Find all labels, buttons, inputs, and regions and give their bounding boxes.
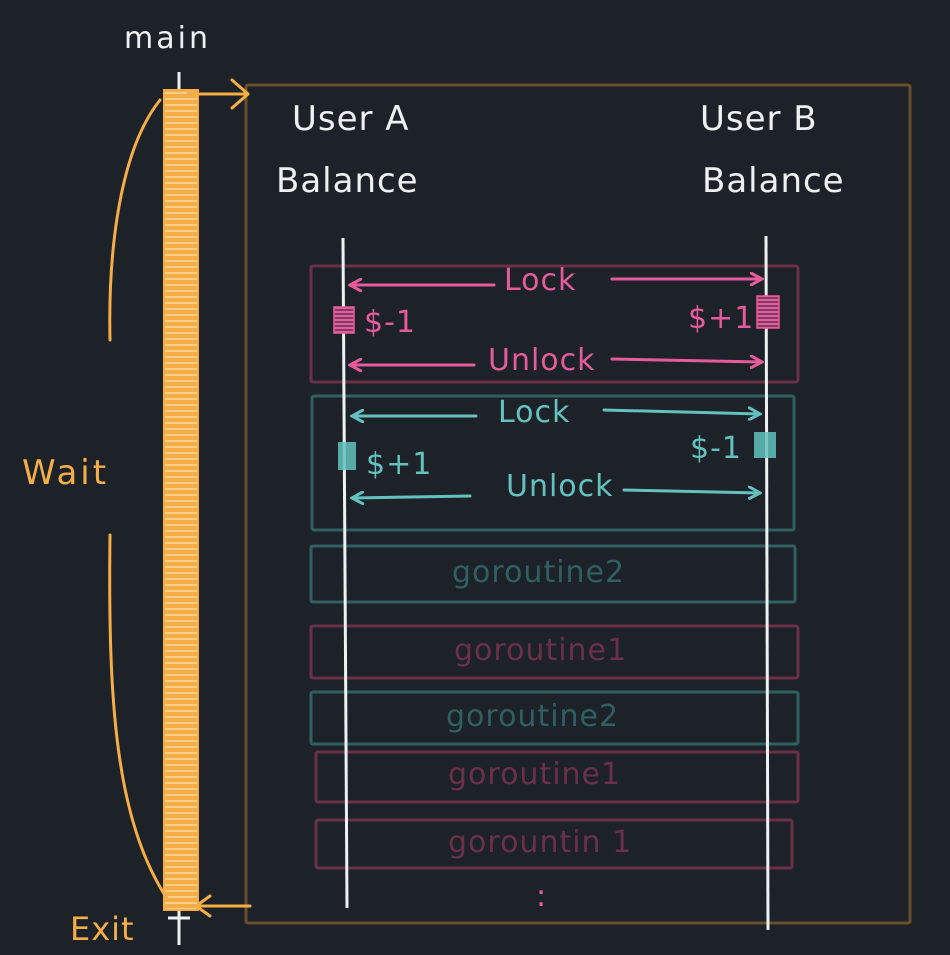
block-1-b-marker <box>756 295 780 329</box>
wait-brace-top <box>108 98 162 342</box>
user-a-subtitle: Balance <box>276 161 419 201</box>
goroutine-box-1 <box>309 544 797 604</box>
goroutine-label-2: goroutine1 <box>454 633 627 668</box>
exit-label: Exit <box>70 910 135 948</box>
goroutine-box-2 <box>309 624 800 680</box>
goroutine-label-3: goroutine2 <box>446 699 619 734</box>
main-label: main <box>124 21 211 56</box>
spawn-arrow-head <box>230 78 250 110</box>
goroutine-label-5: gorountin 1 <box>448 825 632 860</box>
block-2-a-marker <box>338 442 356 470</box>
block-1-unlock-label: Unlock <box>488 343 596 378</box>
return-arrow-head <box>194 894 212 918</box>
main-active-bar <box>163 89 199 911</box>
block-2-a-change: $+1 <box>366 447 432 482</box>
block-1-unlock-arrow-right <box>610 359 762 362</box>
block-1-a-change: $-1 <box>364 305 416 340</box>
block-2-unlock-label: Unlock <box>506 469 614 504</box>
goroutine-box-4 <box>314 750 800 804</box>
block-2-lock-arrow-right <box>602 410 760 414</box>
block-1-lock-label: Lock <box>504 263 576 298</box>
user-b-subtitle: Balance <box>702 161 845 201</box>
wait-label: Wait <box>22 453 109 493</box>
user-a-lifeline <box>341 237 349 909</box>
block-2-unlock-arrow-right <box>622 490 760 493</box>
continuation-ellipsis: : <box>536 879 547 914</box>
block-1-a-marker <box>333 306 355 334</box>
process-frame <box>244 83 912 925</box>
block-2-b-marker <box>754 432 776 458</box>
block-2-b-change: $-1 <box>690 431 742 466</box>
goroutine-box-3 <box>309 690 800 746</box>
goroutine-label-1: goroutine2 <box>452 555 625 590</box>
user-b-lifeline <box>764 235 770 931</box>
block-2-unlock-arrow-left <box>352 496 472 498</box>
wait-brace-bottom <box>108 533 170 902</box>
user-b-title: User B <box>700 99 818 139</box>
block-2-frame <box>310 394 796 532</box>
goroutine-box-5 <box>314 818 794 870</box>
block-2-lock-label: Lock <box>498 395 570 430</box>
user-a-title: User A <box>292 99 410 139</box>
block-1-b-change: $+1 <box>688 301 754 336</box>
goroutine-label-4: goroutine1 <box>448 757 621 792</box>
block-1-frame <box>309 264 800 384</box>
